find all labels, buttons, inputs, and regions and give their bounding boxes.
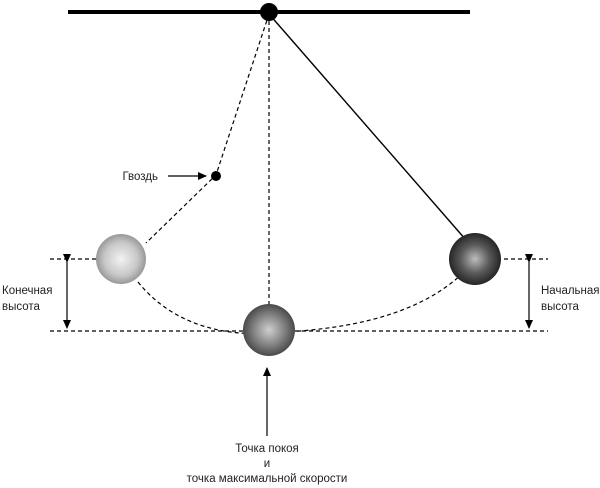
initial-height-label-line1: Начальная (541, 285, 600, 297)
nail-label: Гвоздь (122, 171, 158, 183)
rest-point-label-line3: точка максимальной скорости (187, 473, 348, 485)
final-height-label-line1: Конечная (2, 285, 52, 297)
rest-point-label-line1: Точка покоя (235, 443, 299, 455)
pivot-icon (260, 3, 278, 21)
final-height-label-line2: высота (2, 301, 41, 313)
swing-path (137, 273, 463, 335)
ball-rest-position (243, 304, 295, 356)
initial-height-label-line2: высота (541, 301, 580, 313)
nail-icon (211, 171, 221, 181)
ball-final-position (96, 234, 146, 284)
rest-point-label-line2: и (264, 458, 270, 470)
initial-position-string (268, 13, 467, 241)
left-string-via-nail (145, 13, 270, 244)
ball-initial-position (449, 233, 501, 285)
